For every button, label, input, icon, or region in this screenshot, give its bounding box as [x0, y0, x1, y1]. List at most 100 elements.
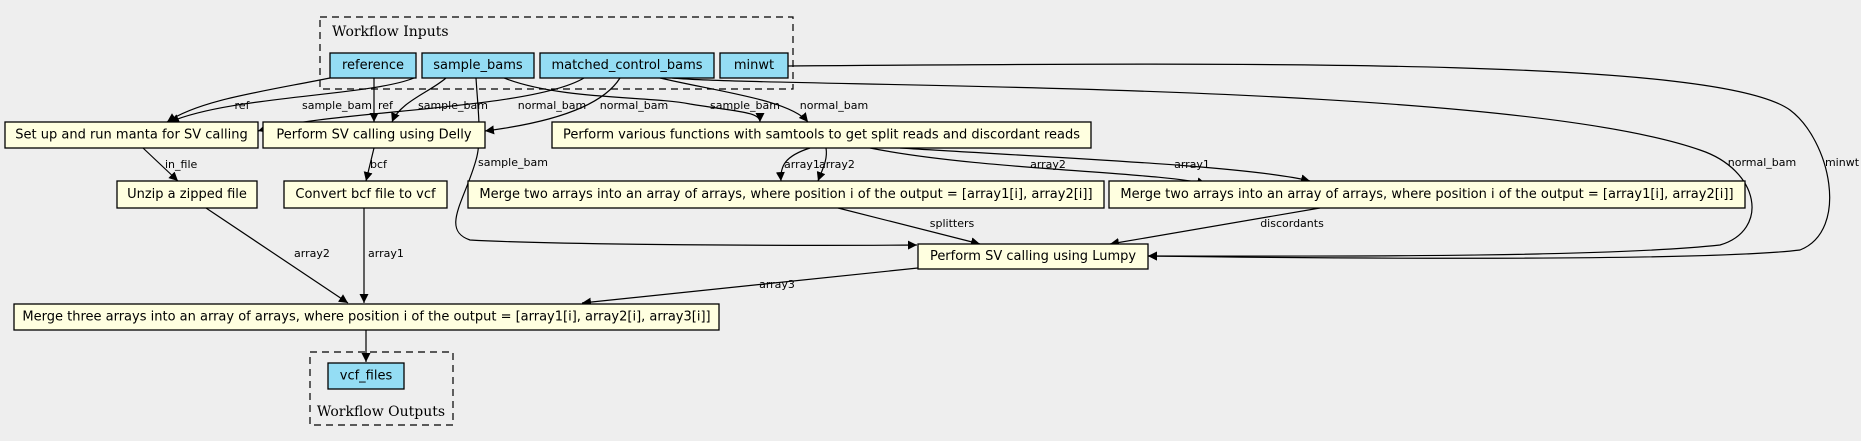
edge-matchedcontrol-to-lumpy: normal_bam — [671, 77, 1796, 261]
edge-label-bcf: bcf — [370, 158, 388, 171]
workflow-outputs-cluster: Workflow Outputs — [309, 351, 454, 426]
edges: ref ref sample_bam sample_bam sample_bam… — [142, 63, 1860, 362]
edge-mergesplit-to-lumpy: splitters — [837, 207, 981, 247]
node-delly[interactable]: Perform SV calling using Delly — [262, 121, 486, 149]
edge-label-sample-bam: sample_bam — [478, 156, 548, 169]
edge-line — [899, 147, 1311, 184]
node-minwt[interactable]: minwt — [719, 52, 789, 79]
edge-line — [1109, 207, 1321, 247]
edge-label-discordants: discordants — [1260, 217, 1324, 230]
edge-delly-to-bcf2vcf: bcf — [363, 147, 388, 182]
edge-label-normal-bam: normal_bam — [800, 99, 868, 112]
node-vcf-files[interactable]: vcf_files — [327, 362, 405, 390]
node-merge-split[interactable]: Merge two arrays into an array of arrays… — [467, 180, 1105, 209]
edge-label-splitters: splitters — [930, 217, 975, 230]
node-manta-label: Set up and run manta for SV calling — [15, 128, 247, 143]
edge-line — [363, 147, 375, 182]
edge-matchedcontrol-to-delly: normal_bam — [484, 77, 668, 135]
node-reference-box[interactable] — [329, 52, 417, 79]
node-bcf2vcf-box[interactable] — [283, 180, 448, 209]
edge-line — [581, 267, 919, 307]
node-minwt-label: minwt — [734, 58, 774, 73]
edge-label-minwt: minwt — [1825, 156, 1860, 169]
edge-line — [837, 207, 981, 247]
node-merge3[interactable]: Merge three arrays into an array of arra… — [13, 303, 720, 331]
edge-samplebams-to-manta: sample_bam — [169, 77, 415, 123]
edge-line — [787, 63, 1831, 261]
edge-samtools-to-mergedisc-array1: array1 — [899, 147, 1311, 184]
edge-samtools-to-mergesplit-array2: array2 — [816, 147, 855, 182]
edge-line — [142, 147, 179, 182]
edge-line — [391, 77, 447, 123]
edge-reference-to-delly: ref — [369, 78, 394, 122]
workflow-inputs-label: Workflow Inputs — [332, 24, 449, 40]
edge-label-array2: array2 — [294, 247, 330, 260]
edge-line — [671, 77, 1753, 261]
node-unzip[interactable]: Unzip a zipped file — [116, 180, 258, 209]
edge-unzip-to-merge3: array2 — [205, 207, 349, 304]
node-matched-control-bams-box[interactable] — [539, 52, 715, 79]
node-minwt-box[interactable] — [719, 52, 789, 79]
node-samtools-box[interactable] — [551, 121, 1092, 149]
node-samtools-label: Perform various functions with samtools … — [563, 128, 1080, 143]
edge-label-array1: array1 — [368, 247, 404, 260]
edge-line — [775, 147, 811, 182]
node-reference-label: reference — [342, 58, 404, 73]
edge-bcf2vcf-to-merge3: array1 — [359, 208, 404, 303]
node-merge-disc-label: Merge two arrays into an array of arrays… — [1120, 187, 1733, 202]
node-matched-control-bams-label: matched_control_bams — [551, 58, 702, 73]
edge-line — [169, 77, 415, 123]
edge-label-sample-bam: sample_bam — [710, 99, 780, 112]
node-vcf-files-label: vcf_files — [340, 369, 393, 384]
node-unzip-box[interactable] — [116, 180, 258, 209]
edge-label-array1: array1 — [784, 158, 820, 171]
edge-label-ref: ref — [378, 99, 394, 112]
edge-mergedisc-to-lumpy: discordants — [1109, 207, 1324, 247]
node-vcf-files-box[interactable] — [327, 362, 405, 390]
edge-line — [205, 207, 349, 304]
node-merge-split-label: Merge two arrays into an array of arrays… — [479, 187, 1092, 202]
node-sample-bams-label: sample_bams — [433, 58, 523, 73]
workflow-outputs-label: Workflow Outputs — [317, 404, 445, 420]
node-delly-box[interactable] — [262, 121, 486, 149]
edge-label-array2: array2 — [1030, 158, 1066, 171]
edge-label-normal-bam: normal_bam — [1728, 156, 1796, 169]
node-sample-bams[interactable]: sample_bams — [421, 52, 535, 79]
node-merge3-box[interactable] — [13, 303, 720, 331]
node-reference[interactable]: reference — [329, 52, 417, 79]
edge-samtools-to-mergesplit-array1: array1 — [775, 147, 820, 182]
edge-minwt-to-lumpy: minwt — [787, 63, 1860, 261]
node-manta-box[interactable] — [4, 121, 259, 149]
edge-label-array3: array3 — [759, 278, 795, 291]
edge-line — [816, 147, 827, 182]
edge-samtools-to-mergedisc-array2: array2 — [869, 147, 1207, 187]
nodes: reference sample_bams matched_control_ba… — [4, 52, 1746, 390]
node-lumpy[interactable]: Perform SV calling using Lumpy — [917, 243, 1149, 270]
edge-manta-to-unzip: in_file — [142, 147, 198, 182]
edge-lumpy-to-merge3: array3 — [581, 267, 919, 307]
node-lumpy-label: Perform SV calling using Lumpy — [930, 249, 1136, 264]
node-matched-control-bams[interactable]: matched_control_bams — [539, 52, 715, 79]
node-merge-disc[interactable]: Merge two arrays into an array of arrays… — [1108, 180, 1746, 209]
edge-label-normal-bam: normal_bam — [518, 99, 586, 112]
edge-line — [484, 77, 621, 135]
node-manta[interactable]: Set up and run manta for SV calling — [4, 121, 259, 149]
node-lumpy-box[interactable] — [917, 243, 1149, 270]
edge-line — [869, 147, 1207, 187]
edge-line — [659, 77, 809, 123]
node-sample-bams-box[interactable] — [421, 52, 535, 79]
node-samtools[interactable]: Perform various functions with samtools … — [551, 121, 1092, 149]
edge-matchedcontrol-to-samtools: normal_bam — [659, 77, 868, 123]
edge-label-array1: array1 — [1174, 158, 1210, 171]
node-merge-disc-box[interactable] — [1108, 180, 1746, 209]
node-bcf2vcf[interactable]: Convert bcf file to vcf — [283, 180, 448, 209]
edge-label-normal-bam: normal_bam — [600, 99, 668, 112]
node-merge-split-box[interactable] — [467, 180, 1105, 209]
node-delly-label: Perform SV calling using Delly — [276, 128, 471, 143]
edge-label-in-file: in_file — [165, 158, 198, 171]
node-unzip-label: Unzip a zipped file — [127, 187, 247, 202]
node-bcf2vcf-label: Convert bcf file to vcf — [295, 187, 436, 202]
edge-label-ref: ref — [235, 99, 251, 112]
